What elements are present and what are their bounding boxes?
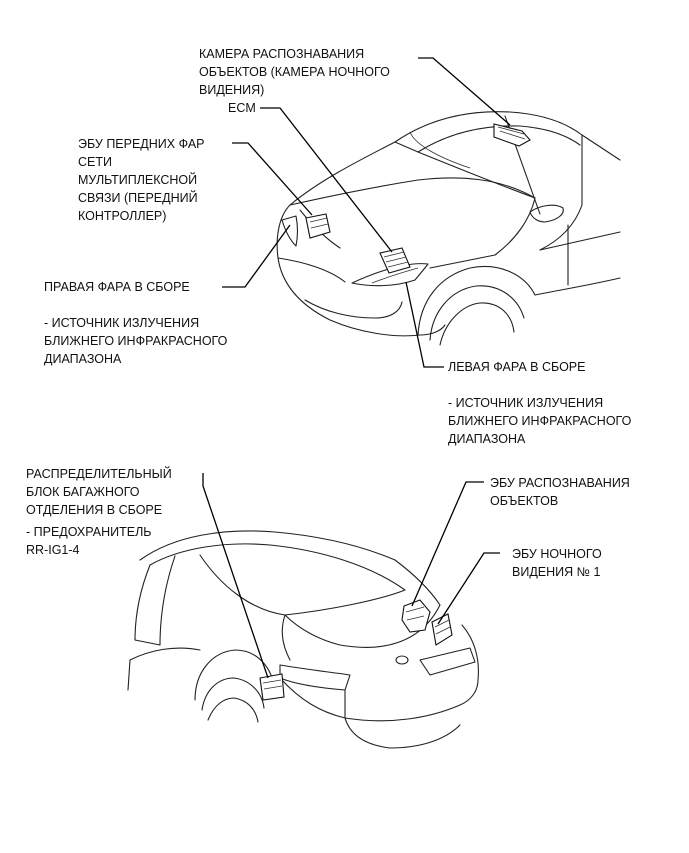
camera-label: КАМЕРА РАСПОЗНАВАНИЯ ОБЪЕКТОВ (КАМЕРА НО… <box>199 47 393 97</box>
night-vision-camera-part <box>493 123 531 147</box>
left-headlamp-leader-line <box>405 281 444 368</box>
headlamp-ecu-leader-line <box>232 142 313 216</box>
left-headlamp-label: ЛЕВАЯ ФАРА В СБОРЕ - ИСТОЧНИК ИЗЛУЧЕНИЯ … <box>448 360 635 446</box>
night-vision-ecu-leader-line <box>437 552 500 625</box>
object-ecu-leader-line <box>411 481 484 607</box>
rear-components <box>259 599 453 701</box>
ecm-label: ECM <box>228 101 256 115</box>
camera-leader-line <box>418 57 511 126</box>
ecm-leader-line <box>260 107 393 253</box>
object-ecu-label: ЭБУ РАСПОЗНАВАНИЯ ОБЪЕКТОВ <box>490 476 633 508</box>
ecm-part <box>379 247 411 274</box>
luggage-junction-block-part <box>259 673 285 701</box>
front-car-drawing <box>276 111 621 346</box>
right-headlamp-label: ПРАВАЯ ФАРА В СБОРЕ - ИСТОЧНИК ИЗЛУЧЕНИЯ… <box>44 280 231 366</box>
right-headlamp-leader-line <box>222 224 291 288</box>
headlamp-ecu-label: ЭБУ ПЕРЕДНИХ ФАР СЕТИ МУЛЬТИПЛЕКСНОЙ СВЯ… <box>78 137 208 223</box>
leader-lines <box>202 57 511 679</box>
headlamp-ecu-part <box>305 213 331 239</box>
luggage-jb-leader-line <box>202 473 269 679</box>
object-recognition-ecu-part <box>401 599 431 633</box>
rear-car-drawing <box>127 530 479 749</box>
night-vision-ecu-label: ЭБУ НОЧНОГО ВИДЕНИЯ № 1 <box>512 547 605 579</box>
luggage-jb-label: РАСПРЕДЕЛИТЕЛЬНЫЙ БЛОК БАГАЖНОГО ОТДЕЛЕН… <box>26 466 175 557</box>
front-components <box>305 123 531 274</box>
